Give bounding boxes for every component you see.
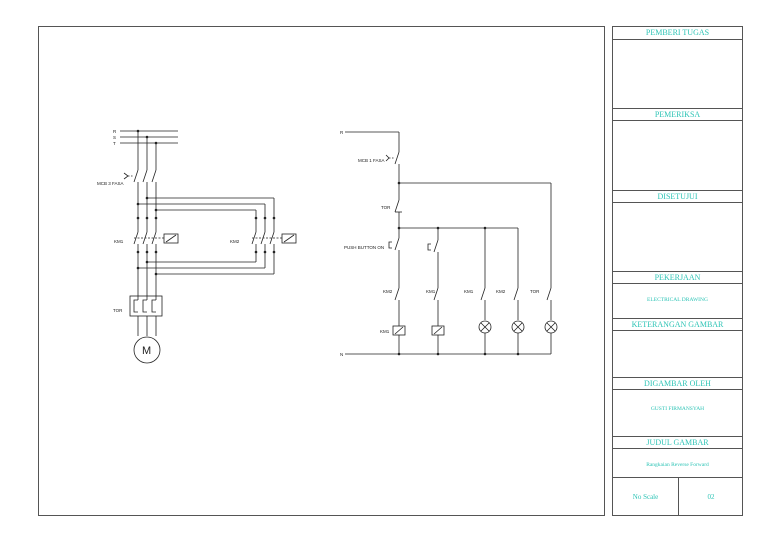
label-line-r: R (113, 129, 117, 134)
label-push-button-on: PUSH BUTTON ON (344, 245, 384, 250)
sheet-number: 02 (707, 493, 715, 501)
label-tor-control: TOR (381, 205, 391, 210)
label-mcb-3-fasa: MCB 3 FASA (97, 181, 124, 186)
label-branch-km2-b: KM2 (496, 289, 506, 294)
pekerjaan-value: ELECTRICAL DRAWING (647, 297, 708, 303)
pemberi-tugas-header: PEMBERI TUGAS (613, 27, 742, 40)
label-control-r: R (340, 130, 344, 135)
push-button-on-1 (388, 237, 400, 288)
keterangan-header: KETERANGAN GAMBAR (613, 318, 742, 331)
label-control-n: N (340, 352, 343, 357)
push-button-on-2 (427, 239, 439, 288)
label-km1-power: KM1 (114, 239, 124, 244)
km2-coil-symbol (281, 233, 297, 244)
label-coil-km1: KM1 (380, 329, 390, 334)
lamp-1 (478, 320, 492, 334)
km1-main-contacts (133, 208, 179, 300)
power-circuit (120, 129, 297, 364)
label-mcb-1-fasa: MCB 1 FASA (358, 158, 385, 163)
title-block: PEMBERI TUGAS PEMERIKSA DISETUJUI PEKERJ… (612, 26, 743, 516)
label-motor: M (142, 345, 151, 357)
label-branch-km2: KM2 (383, 289, 393, 294)
digambar-oleh-header: DIGAMBAR OLEH (613, 377, 742, 390)
km1-coil-symbol (163, 233, 179, 244)
scale-row: No Scale 02 (613, 477, 742, 515)
label-km2-power: KM2 (230, 239, 240, 244)
label-line-s: S (113, 135, 116, 140)
digambar-oleh-value: GUSTI FIRMANSYAH (650, 406, 705, 412)
lamp-2 (511, 320, 525, 334)
drawing-frame (38, 26, 605, 516)
label-branch-km1-a: KM1 (426, 289, 436, 294)
pemeriksa-header: PEMERIKSA (613, 108, 742, 121)
label-line-t: T (113, 141, 116, 146)
tor-overload (129, 295, 163, 336)
mcb-1-phase (385, 151, 400, 165)
mcb-3-phase (123, 169, 157, 208)
pekerjaan-header: PEKERJAAN (613, 271, 742, 284)
label-branch-km1-b: KM1 (464, 289, 474, 294)
judul-gambar-header: JUDUL GAMBAR (613, 436, 742, 449)
judul-gambar-value: Rangkaian Reverse Forward (646, 462, 709, 468)
label-branch-tor: TOR (530, 289, 540, 294)
scale-text: No Scale (632, 493, 659, 501)
scale-divider (678, 478, 679, 515)
label-tor-power: TOR (113, 308, 123, 313)
disetujui-header: DISETUJUI (613, 190, 742, 203)
lamp-3 (544, 320, 558, 334)
control-circuit (345, 131, 558, 356)
km2-main-contacts (251, 231, 297, 274)
motor-symbol (133, 336, 161, 364)
